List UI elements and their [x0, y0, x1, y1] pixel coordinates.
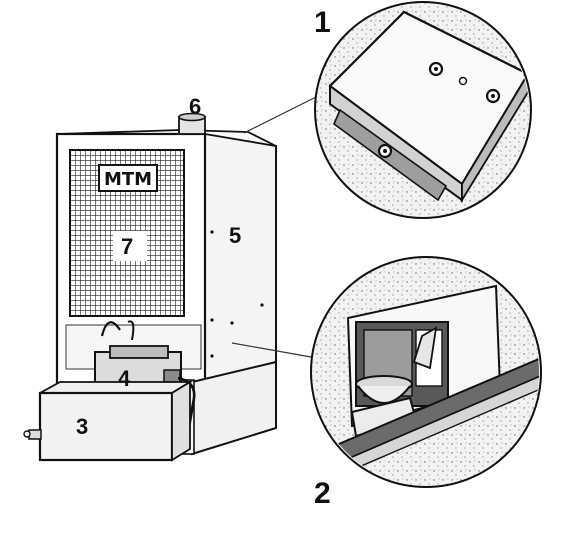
logo-plate [98, 164, 158, 192]
fuel-line [177, 376, 196, 446]
callout-2: 2 [314, 477, 331, 510]
drain-valve [23, 429, 42, 440]
screw [230, 321, 234, 325]
screw [383, 149, 387, 153]
callout-3: 3 [76, 414, 88, 439]
screw [210, 318, 214, 322]
screw [434, 67, 438, 71]
callout-4: 4 [118, 366, 131, 391]
callout-6: 6 [189, 94, 201, 119]
hole [458, 76, 468, 86]
inset-detail-1 [314, 1, 532, 219]
screw [260, 303, 264, 307]
inset-detail-2 [310, 256, 542, 488]
callout-1: 1 [314, 6, 331, 39]
logo-text: MTM [104, 169, 152, 190]
leader-line-bottom [231, 342, 312, 358]
screw [210, 230, 214, 234]
chimney-pipe [178, 112, 206, 135]
callout-5: 5 [229, 223, 241, 248]
screw [491, 94, 495, 98]
fuel-tank [23, 380, 194, 462]
callout-7: 7 [121, 234, 133, 259]
screw [210, 354, 214, 358]
label-box-7 [113, 231, 147, 261]
